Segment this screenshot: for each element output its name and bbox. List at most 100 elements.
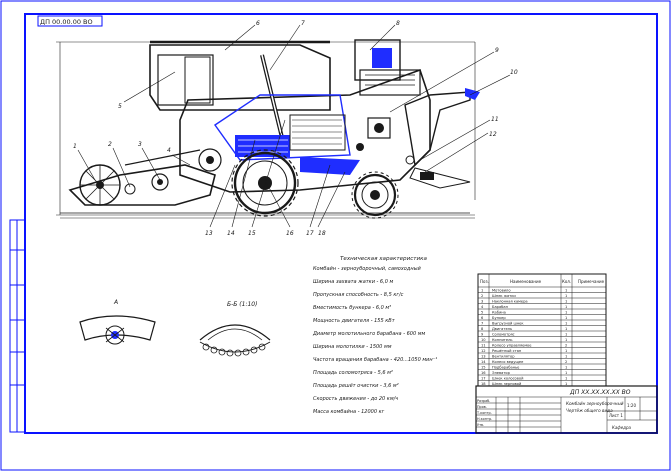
title-block-role: Утв. — [477, 423, 484, 427]
title-block-code: ДП ХХ.ХХ.ХХ.ХХ ВО — [569, 389, 631, 396]
stamp-code-text: ДП 00.00.00 ВО — [40, 18, 93, 26]
spec-row-name: Решётный стан — [492, 349, 522, 353]
spec-row-name: Кабина — [492, 311, 506, 315]
tech-spec-line: Частота вращения барабана - 420...1050 м… — [313, 357, 437, 363]
spec-header-pos: Поз. — [480, 279, 489, 284]
spec-row-pos: 16 — [481, 371, 486, 375]
spec-row-pos: 3 — [481, 300, 483, 304]
spec-row-name: Копнитель — [492, 338, 513, 342]
callout-1: 1 — [73, 143, 77, 150]
spec-row-qty: 1 — [565, 311, 567, 315]
spec-row-pos: 13 — [481, 355, 486, 359]
spec-row-qty: 2 — [565, 344, 567, 348]
tech-spec-line: Ширина молотилки - 1500 мм — [313, 344, 392, 350]
tech-spec-line: Пропускная способность - 8,5 кг/с — [313, 292, 404, 298]
spec-row-name: Шнек жатки — [492, 294, 516, 298]
tech-spec-title: Техническая характеристика — [340, 256, 428, 262]
drive-wheel — [231, 149, 299, 217]
spec-row-qty: 1 — [565, 327, 567, 331]
spec-row-qty: 1 — [565, 366, 567, 370]
section-view-b: Б-Б (1:10) — [199, 301, 271, 357]
callout-14: 14 — [227, 230, 235, 237]
combine-body — [179, 68, 431, 193]
unloading-auger — [260, 54, 287, 151]
callout-6: 6 — [256, 20, 260, 27]
spec-row-qty: 1 — [565, 355, 567, 359]
spec-row-pos: 7 — [481, 322, 483, 326]
title-block-role: Пров. — [477, 405, 487, 409]
spec-row-pos: 4 — [481, 305, 484, 309]
spec-header-qty: Кол. — [562, 279, 571, 284]
spec-row-pos: 8 — [481, 327, 484, 331]
threshing-section — [198, 94, 391, 175]
tech-spec-line: Вместимость бункера - 6,0 м³ — [313, 305, 391, 311]
spec-row-qty: 1 — [565, 289, 567, 293]
spec-row-qty: 1 — [565, 322, 567, 326]
combine-harvester — [60, 39, 480, 219]
spec-row-qty: 1 — [565, 382, 567, 386]
callout-15: 15 — [248, 230, 256, 237]
left-margin-strip — [9, 219, 26, 433]
callout-10: 10 — [510, 69, 518, 76]
engine — [354, 39, 421, 96]
view-b-label: Б-Б (1:10) — [227, 301, 257, 308]
title-block-name: Комбайн зерноуборочный — [566, 401, 624, 406]
spec-row-pos: 12 — [481, 349, 486, 353]
spec-row-name: Выгрузной шнек — [492, 322, 524, 326]
title-block-scale: 1:20 — [627, 403, 636, 408]
cabin — [149, 40, 331, 111]
tech-spec-line: Площадь соломотряса - 5,6 м² — [313, 370, 393, 376]
header — [68, 149, 216, 206]
spec-row-pos: 1 — [481, 289, 483, 293]
spec-row-name: Колесо управляемое — [492, 344, 532, 348]
spec-row-qty: 1 — [565, 371, 567, 375]
spec-row-pos: 6 — [481, 316, 484, 320]
title-block-org: Кафедра — [612, 425, 631, 430]
spec-row-pos: 10 — [481, 338, 486, 342]
callouts — [77, 24, 511, 228]
callout-7: 7 — [301, 20, 305, 27]
spec-row-name: Бункер — [492, 316, 506, 320]
tech-spec-line: Скорость движения - до 20 км/ч — [313, 396, 398, 402]
spec-header-name: Наименование — [510, 279, 542, 284]
tech-spec-line: Площадь решёт очистки - 3,6 м² — [313, 383, 399, 389]
callout-17: 17 — [306, 230, 314, 237]
spec-row-name: Шнек зерновой — [492, 382, 522, 386]
callout-18: 18 — [318, 230, 326, 237]
callout-numbers: 1 2 3 4 5 6 7 8 9 10 11 12 13 14 15 16 1… — [73, 20, 518, 237]
spec-row-pos: 2 — [481, 294, 483, 298]
spec-row-name: Наклонная камера — [492, 300, 528, 304]
steered-wheel — [351, 171, 399, 219]
callout-16: 16 — [286, 230, 294, 237]
spec-row-qty: 1 — [565, 333, 567, 337]
spec-row-name: Вентилятор — [492, 355, 515, 359]
callout-13: 13 — [205, 230, 213, 237]
title-block-doc: Чертёж общего вида — [566, 408, 613, 413]
spec-row-pos: 11 — [481, 344, 486, 348]
spec-row-name: Двигатель — [492, 327, 512, 331]
spec-row-name: Мотовило — [492, 289, 511, 293]
tech-spec-line: Масса комбайна - 12000 кг — [313, 409, 385, 415]
callout-5: 5 — [118, 103, 122, 110]
spec-row-qty: 1 — [565, 349, 567, 353]
title-block-sheet: Лист 1 — [609, 413, 623, 418]
spec-row-qty: 1 — [565, 316, 567, 320]
callout-8: 8 — [396, 20, 400, 27]
spec-row-name: Колесо ведущее — [492, 360, 524, 364]
callout-3: 3 — [138, 141, 142, 148]
spec-row-qty: 1 — [565, 377, 567, 381]
spec-row-name: Соломотряс — [492, 333, 515, 337]
callout-9: 9 — [495, 47, 499, 54]
spec-table: Поз. Наименование Кол. Примечание 1 Мото… — [477, 273, 607, 387]
spec-row-pos: 9 — [481, 333, 484, 337]
callout-11: 11 — [491, 116, 499, 123]
title-block-role: Т.контр. — [476, 411, 492, 415]
view-a-label: А — [113, 299, 118, 306]
spec-row-qty: 2 — [565, 360, 567, 364]
callout-4: 4 — [167, 147, 171, 154]
title-block: ДП ХХ.ХХ.ХХ.ХХ ВО Комбайн зерноуборочный… — [475, 385, 658, 434]
spec-row-name: Шнек колосовой — [492, 377, 524, 381]
spec-row-name: Элеватор — [492, 371, 511, 375]
